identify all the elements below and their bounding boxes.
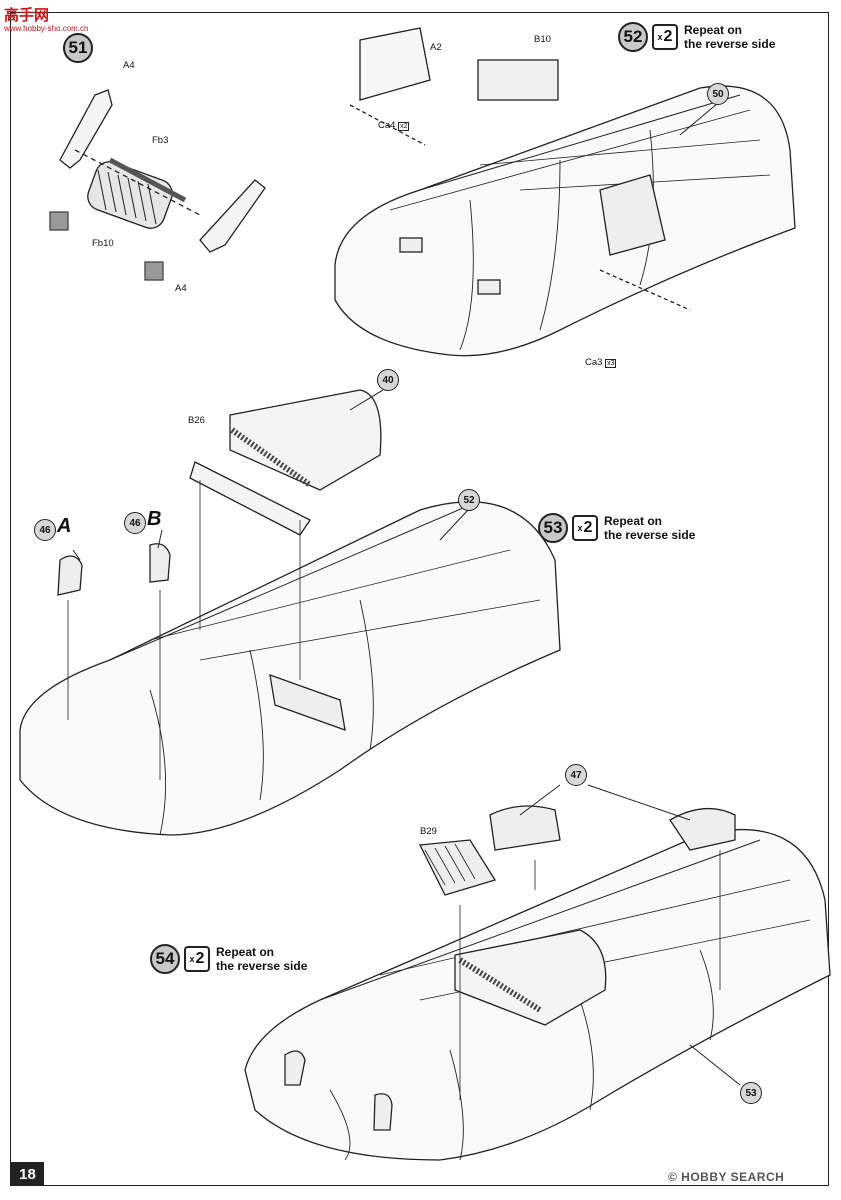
part-label: A4: [175, 283, 187, 294]
ref-bubble: 47: [565, 764, 587, 786]
part-label: B26: [188, 415, 205, 426]
hull-drawing-step54: [244, 805, 831, 1161]
hull-drawing-step52: [334, 27, 796, 357]
page-number: 18: [11, 1162, 44, 1186]
part-label: Fb3: [152, 135, 169, 146]
watermark-logo: 高手网: [4, 7, 50, 24]
ref-bubble: 53: [740, 1082, 762, 1104]
hull-drawing-step53: [19, 389, 561, 836]
step-52-number: 52: [618, 22, 648, 52]
step-54-number: 54: [150, 944, 180, 974]
repeat-note: Repeat on the reverse side: [684, 23, 776, 51]
watermark-url: www.hobby-sho.com.cn: [4, 24, 89, 33]
part-label: Ca3 x3: [585, 357, 617, 368]
part-label: A4: [123, 60, 135, 71]
ref-bubble: 46: [124, 512, 146, 534]
part-label: Ca4 x2: [378, 120, 410, 131]
page-frame: [10, 12, 829, 1186]
part-label: B29: [420, 826, 437, 837]
part-label: A2: [430, 42, 442, 53]
ref-bubble: 46: [34, 519, 56, 541]
watermark-footer: © HOBBY SEARCH: [668, 1170, 785, 1184]
repeat-note: Repeat on the reverse side: [216, 945, 308, 973]
ref-bubble: 52: [458, 489, 480, 511]
ref-bubble: 50: [707, 83, 729, 105]
spring-assembly-drawing: [49, 89, 266, 281]
part-label: B10: [534, 34, 551, 45]
part-label: Fb10: [92, 238, 114, 249]
ref-bubble: 40: [377, 369, 399, 391]
step-53-number: 53: [538, 513, 568, 543]
step-51-number: 51: [63, 33, 93, 63]
repeat-note: Repeat on the reverse side: [604, 514, 696, 542]
variant-letter: A: [57, 515, 72, 537]
variant-letter: B: [147, 508, 162, 530]
step-51-header: 51: [63, 33, 93, 63]
